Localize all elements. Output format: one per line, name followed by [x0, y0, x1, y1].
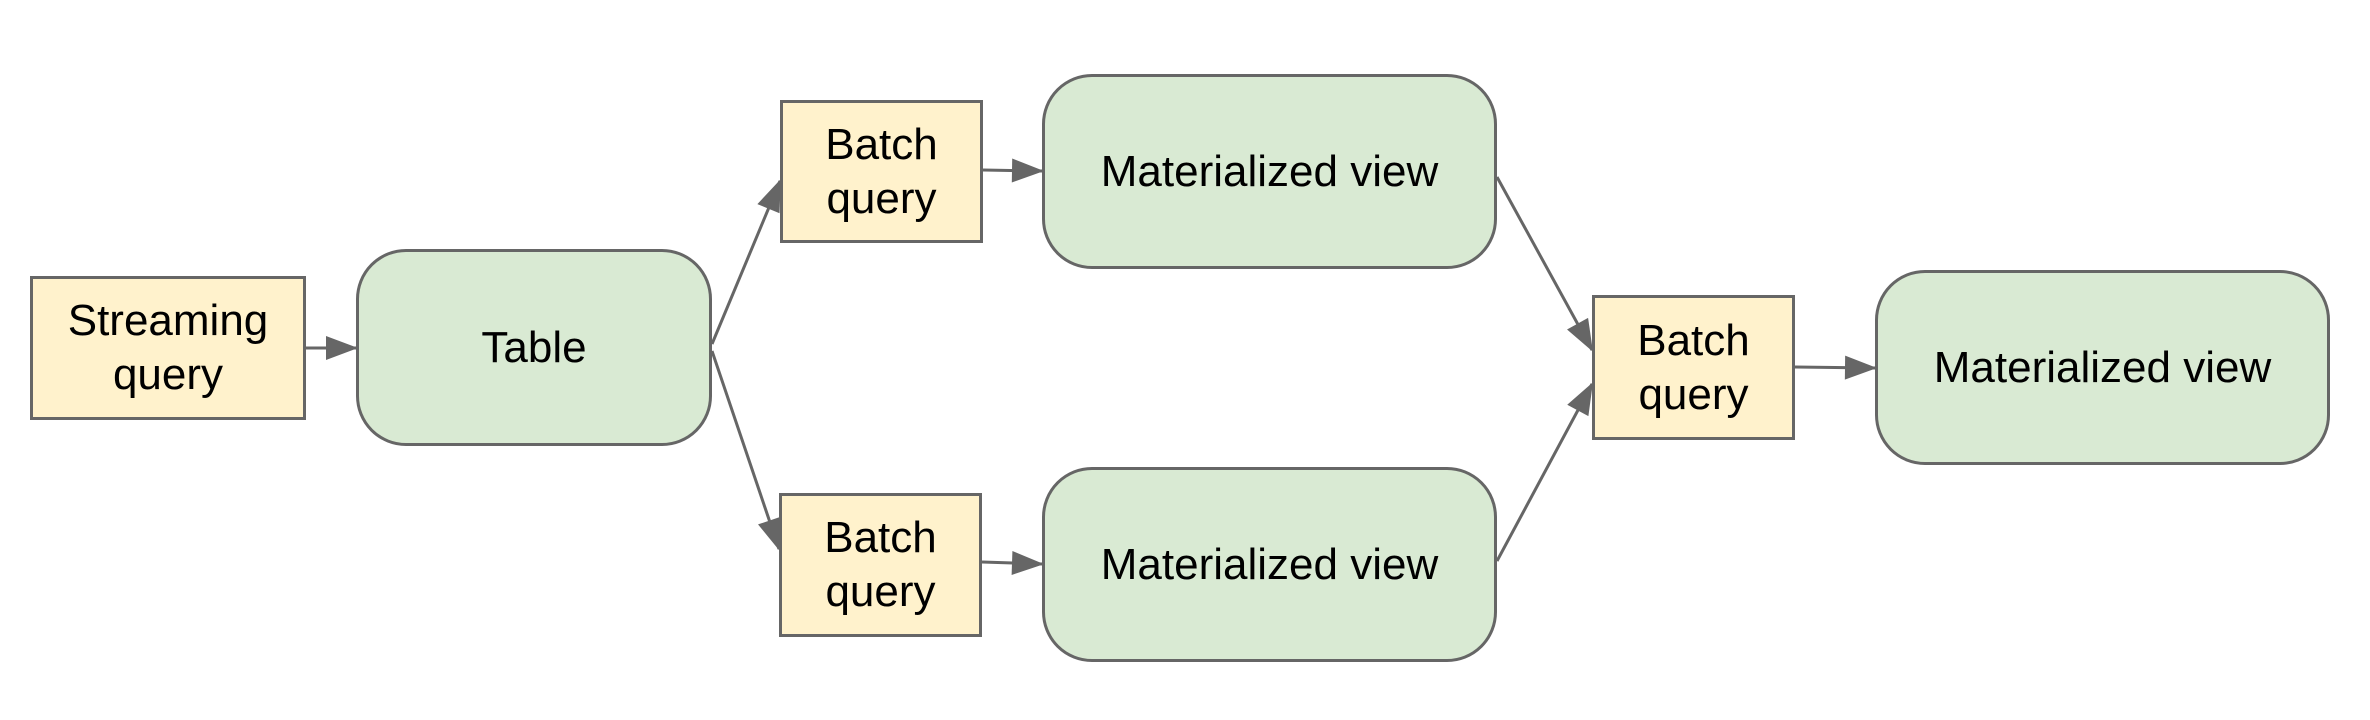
connector-batch-query-top-to-materialized-view-top [982, 158, 1044, 183]
node-batch-query-top-label: Batch query [825, 119, 938, 223]
node-streaming-query-label: Streaming query [67, 296, 269, 399]
node-materialized-view-top: Materialized view [1042, 74, 1497, 269]
node-batch-query-right-label: Batch query [1637, 315, 1750, 419]
node-materialized-view-right: Materialized view [1875, 270, 2330, 465]
connector-table-to-batch-query-bottom [710, 350, 781, 551]
node-materialized-view-top-label: Materialized view [1100, 146, 1439, 196]
node-materialized-view-right-label: Materialized view [1933, 342, 2272, 392]
connector-batch-query-right-to-materialized-view-right [1794, 355, 1877, 380]
node-batch-query-bottom: Batch query [779, 493, 982, 637]
node-streaming-query: Streaming query [30, 276, 306, 420]
node-table-label: Table [481, 322, 587, 372]
node-materialized-view-bottom: Materialized view [1042, 467, 1497, 662]
node-batch-query-top: Batch query [780, 100, 983, 243]
connector-batch-query-bottom-to-materialized-view-bottom [981, 551, 1044, 575]
connector-materialized-view-top-to-batch-query-right [1495, 176, 1594, 352]
node-table: Table [356, 249, 712, 446]
node-batch-query-bottom-label: Batch query [824, 513, 937, 616]
node-materialized-view-bottom-label: Materialized view [1100, 539, 1439, 589]
connector-materialized-view-bottom-to-batch-query-right [1495, 382, 1594, 562]
node-batch-query-right: Batch query [1592, 295, 1795, 440]
connector-table-to-batch-query-top [710, 179, 782, 345]
